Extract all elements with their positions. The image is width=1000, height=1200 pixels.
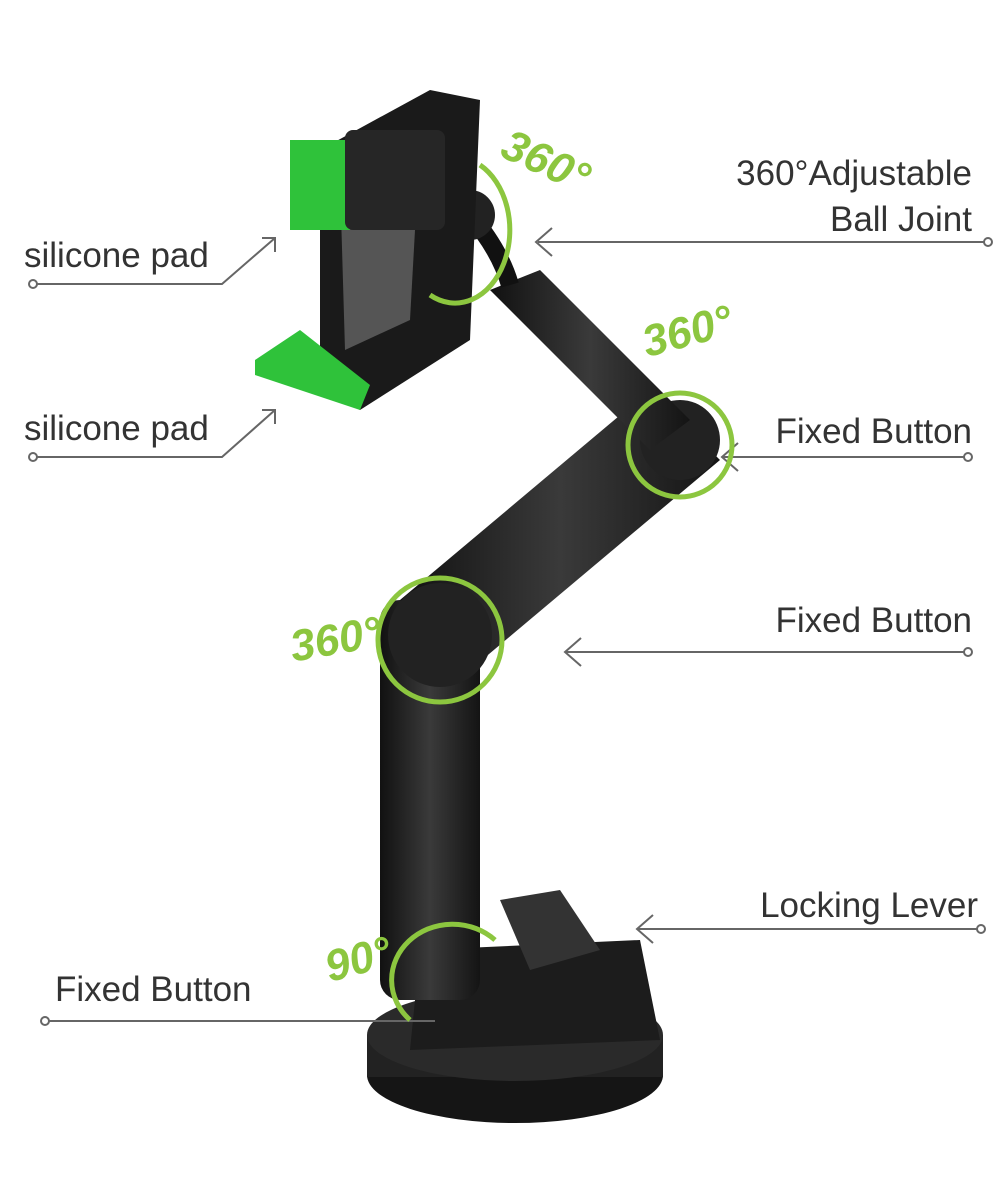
phone-cradle: [255, 90, 480, 410]
upper-arm: [490, 270, 690, 450]
label-ball-joint-line1: 360°Adjustable: [736, 154, 972, 193]
leader-lines: [28, 227, 993, 1026]
suction-base: [367, 890, 663, 1123]
label-fixed-button-middle: Fixed Button: [775, 601, 973, 640]
rotation-arrows: [375, 162, 735, 1022]
middle-arm: [400, 390, 720, 670]
label-silicone-pad-bottom: silicone pad: [24, 409, 209, 448]
label-ball-joint-line2: Ball Joint: [829, 200, 972, 239]
label-fixed-button-upper: Fixed Button: [775, 412, 973, 451]
label-silicone-pad-top: silicone pad: [24, 236, 209, 275]
label-locking-lever: Locking Lever: [760, 886, 978, 925]
label-fixed-button-lower: Fixed Button: [55, 970, 252, 1009]
